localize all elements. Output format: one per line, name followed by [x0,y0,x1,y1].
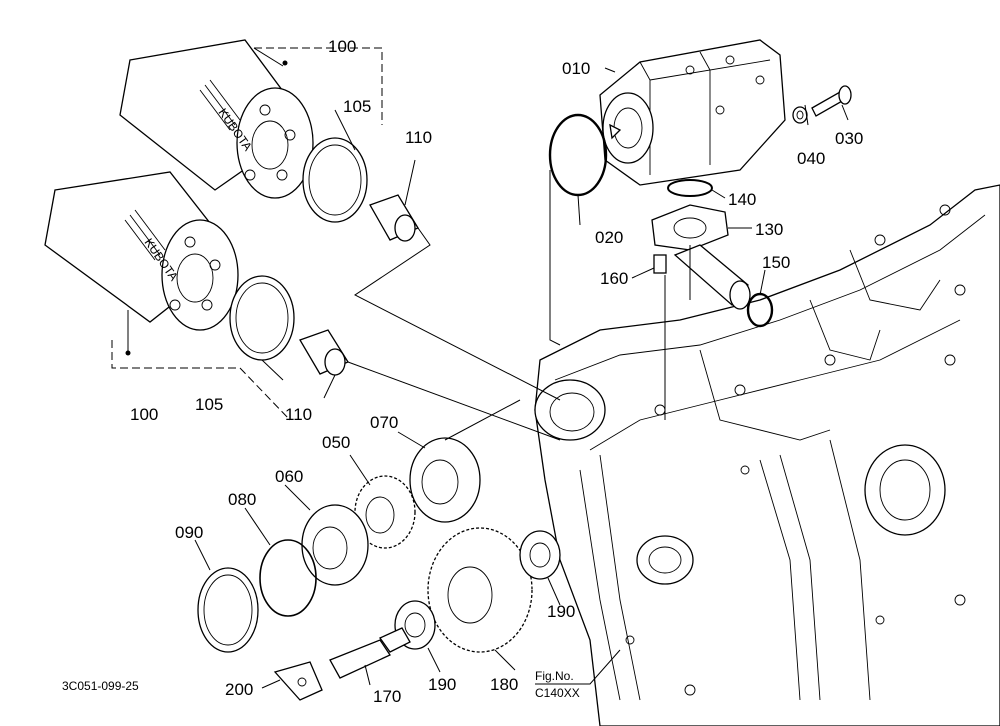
callout-060: 060 [275,467,303,486]
oil-filter-bottom: KUBOTA [44,171,239,331]
callout-labels: 100 105 110 100 105 110 010 020 030 040 … [130,37,863,706]
bolt-030 [811,85,852,117]
o-ring-140 [667,179,713,197]
callout-080: 080 [228,490,256,509]
callout-040: 040 [797,149,825,168]
gasket-105-top [302,137,368,223]
callout-070: 070 [370,413,398,432]
callout-050: 050 [322,433,350,452]
gasket-105-bottom [229,275,295,361]
callout-180: 180 [490,675,518,694]
gear-050 [354,475,416,549]
callout-170: 170 [373,687,401,706]
washer-090 [197,567,259,653]
fitting-110-bottom [299,329,349,376]
fig-number: C140XX [535,686,580,700]
washer-040 [792,106,808,124]
callout-160: 160 [600,269,628,288]
callout-105-top: 105 [343,97,371,116]
bolt-160 [653,254,667,274]
callout-190-lower: 190 [428,675,456,694]
callout-105-bottom: 105 [195,395,223,414]
callout-150: 150 [762,253,790,272]
callout-030: 030 [835,129,863,148]
gear-180 [427,527,533,653]
callout-100-bottom: 100 [130,405,158,424]
drawing-code: 3C051-099-25 [62,679,139,693]
pump-o-ring-020 [548,113,608,197]
bearing-070 [409,437,481,523]
bearing-190-right [519,530,561,580]
callout-190-right: 190 [547,602,575,621]
plate-200 [273,661,323,701]
transmission-housing [534,184,1000,726]
callout-010: 010 [562,59,590,78]
callout-110-top: 110 [405,128,432,147]
leader-lines [111,47,849,689]
footer: 3C051-099-25 Fig.No. C140XX [62,649,621,700]
callout-090: 090 [175,523,203,542]
fig-label: Fig.No. [535,669,574,683]
fitting-110-top [369,194,419,242]
callout-110-bottom: 110 [285,405,312,424]
oil-filter-top: KUBOTA [119,39,314,199]
snap-ring-080 [259,539,317,617]
callout-200: 200 [225,680,253,699]
callout-100-top: 100 [328,37,356,56]
callout-020: 020 [595,228,623,247]
flange-pipe-130 [651,204,751,310]
shaft-170 [329,627,411,679]
hydraulic-pump [599,39,786,186]
callout-130: 130 [755,220,783,239]
callout-140: 140 [728,190,756,209]
bearing-060 [301,504,369,586]
